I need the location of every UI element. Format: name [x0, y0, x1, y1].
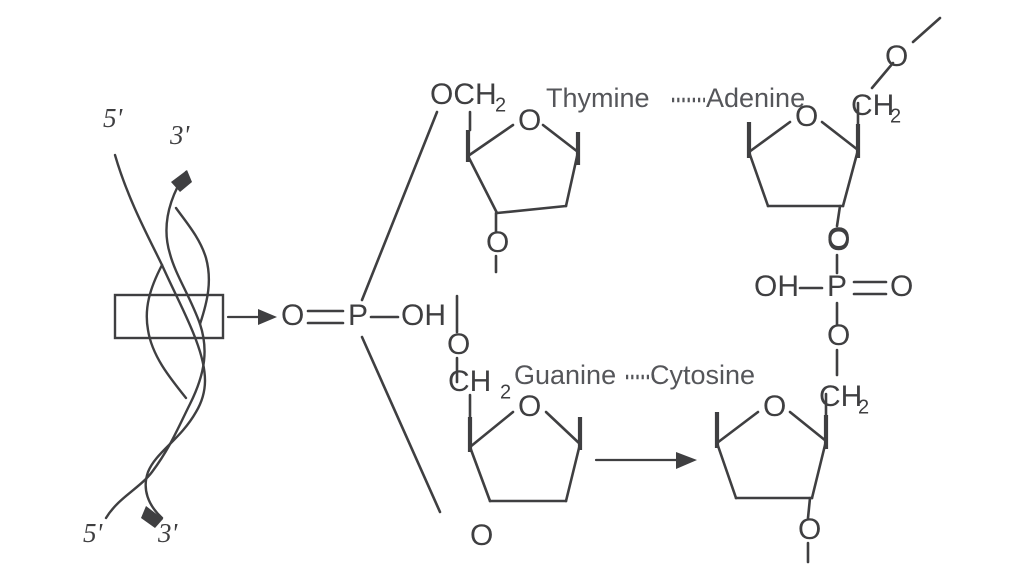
helix-label-bottom-left-5prime: 5': [83, 518, 104, 548]
bond-c3prime-oxygen: [835, 204, 842, 228]
base-label-thymine: Thymine: [546, 83, 650, 113]
right-phosphate-bottom-oxygen: O: [827, 319, 850, 352]
top-left-sugar-bottom-oxygen: O: [486, 226, 509, 259]
right-phosphate-group: [798, 253, 888, 377]
top-left-sugar-ring-oxygen: O: [518, 104, 541, 137]
right-phosphate-phosphorus: P: [827, 270, 847, 303]
dna-double-helix: [104, 153, 225, 528]
helix-label-top-right-3prime: 3': [169, 120, 191, 150]
bottom-right-sugar-methylene-subscript: 2: [858, 396, 869, 418]
bond-ch2-to-oxygen: [870, 61, 895, 90]
arrow-lower-pair: [594, 452, 697, 469]
left-phosphate-phosphorus: P: [348, 299, 368, 332]
right-phosphate-double-bond-oxygen: O: [890, 270, 913, 303]
helix-strand-c: [145, 263, 188, 400]
top-right-sugar-bottom-oxygen: O: [827, 222, 850, 255]
bottom-left-sugar-ring: [467, 393, 583, 503]
helix-label-top-left-5prime: 5': [103, 103, 124, 133]
bottom-left-sugar-link-oxygen: O: [447, 328, 470, 361]
top-left-sugar-methylene-subscript: 2: [495, 94, 506, 116]
helix-strand-b: [104, 170, 206, 520]
helix-strand-d: [174, 206, 211, 326]
top-left-sugar-methylene: OCH: [430, 78, 497, 111]
bond-oxygen-upward: [911, 16, 942, 44]
bond-c3prime-oxygen: [806, 496, 812, 520]
helix-arrowhead-bottom: [141, 506, 163, 528]
bottom-left-sugar-ring-oxygen: O: [518, 390, 541, 423]
bond-p-to-top-sugar: [360, 110, 439, 302]
bond-p-to-bottom-sugar: [360, 335, 442, 514]
bottom-left-sugar-methylene-subscript: 2: [500, 381, 511, 403]
region-of-interest-box: [113, 293, 225, 340]
bottom-right-sugar-ring-oxygen: O: [763, 390, 786, 423]
left-phosphate-hydroxyl: OH: [401, 299, 446, 332]
left-phosphate-double-bond-oxygen: O: [281, 299, 304, 332]
top-right-sugar-methylene-subscript: 2: [890, 105, 901, 127]
bottom-right-sugar-methylene: CH: [819, 380, 862, 413]
top-left-sugar-ring: [465, 110, 581, 274]
bottom-left-sugar-methylene: CH: [448, 365, 491, 398]
bottom-right-sugar-bottom-oxygen: O: [798, 513, 821, 546]
base-label-adenine: Adenine: [706, 83, 805, 113]
bottom-right-sugar-ring: [714, 392, 829, 564]
top-right-sugar-ring: [746, 16, 942, 228]
helix-arrowhead-top: [171, 170, 192, 192]
base-label-guanine: Guanine: [514, 360, 616, 390]
helix-strand-a: [113, 153, 207, 520]
left-phosphate-group: [306, 110, 442, 514]
right-phosphate-top-oxygen: O: [827, 224, 850, 257]
bottom-left-sugar-bottom-oxygen: O: [470, 519, 493, 552]
arrow-helix-to-structure: [226, 309, 277, 325]
top-right-sugar-methylene: CH: [851, 89, 894, 122]
helix-label-bottom-right-3prime: 3': [157, 518, 179, 548]
top-right-sugar-top-oxygen: O: [885, 40, 908, 73]
base-label-cytosine: Cytosine: [650, 360, 755, 390]
right-phosphate-hydroxyl: OH: [754, 270, 799, 303]
top-right-sugar-ring-oxygen: O: [795, 100, 818, 133]
